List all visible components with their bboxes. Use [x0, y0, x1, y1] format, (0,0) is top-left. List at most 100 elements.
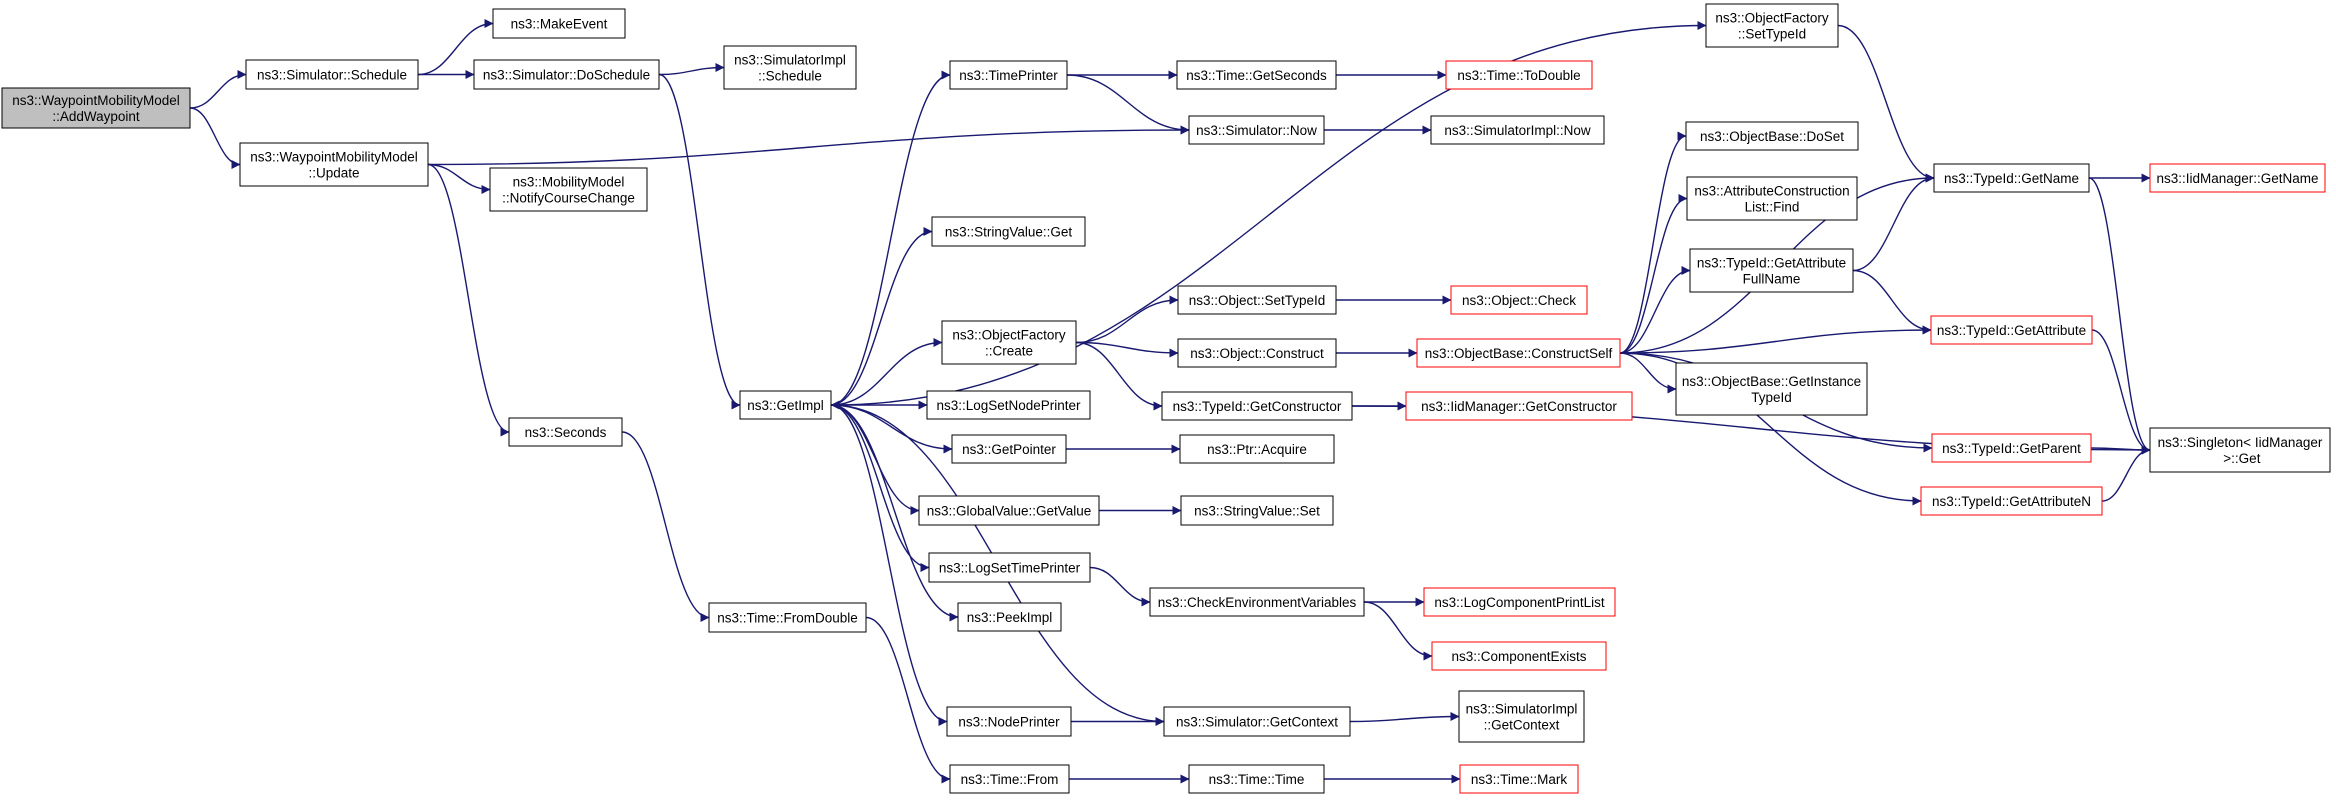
node-timefrom[interactable]: ns3::Time::From: [949, 764, 1070, 794]
node-label: TypeId: [1751, 390, 1792, 405]
node-simimplschedule[interactable]: ns3::SimulatorImpl::Schedule: [723, 45, 857, 90]
node-update[interactable]: ns3::WaypointMobilityModel::Update: [239, 142, 429, 187]
node-simimplgetcontext[interactable]: ns3::SimulatorImpl::GetContext: [1458, 690, 1585, 743]
node-label: ::Create: [985, 344, 1033, 359]
node-timetodouble[interactable]: ns3::Time::ToDouble: [1445, 60, 1593, 90]
node-stringvalueget[interactable]: ns3::StringValue::Get: [931, 216, 1086, 247]
node-label: ns3::TypeId::GetAttribute: [1697, 256, 1846, 271]
node-label: ::AddWaypoint: [52, 109, 140, 124]
edge-doschedule-to-simimplschedule: [658, 63, 725, 76]
node-objsettypeid[interactable]: ns3::Object::SetTypeId: [1177, 285, 1337, 315]
node-ofsettypeid[interactable]: ns3::ObjectFactory::SetTypeId: [1705, 3, 1839, 48]
node-logsettimeprinter[interactable]: ns3::LogSetTimePrinter: [928, 552, 1091, 583]
node-tidgetattributen[interactable]: ns3::TypeId::GetAttributeN: [1920, 486, 2103, 516]
node-box: [1933, 163, 2090, 193]
node-iidgetname[interactable]: ns3::IidManager::GetName: [2149, 163, 2326, 193]
node-box: [949, 60, 1068, 90]
node-iidgetconstructor[interactable]: ns3::IidManager::GetConstructor: [1405, 391, 1633, 421]
node-box: [708, 602, 867, 633]
node-fromdouble[interactable]: ns3::Time::FromDouble: [708, 602, 867, 633]
node-schedule[interactable]: ns3::Simulator::Schedule: [245, 59, 419, 90]
node-getpointer[interactable]: ns3::GetPointer: [951, 434, 1067, 464]
node-seconds[interactable]: ns3::Seconds: [508, 417, 623, 447]
node-box: [1176, 60, 1337, 90]
node-timetime[interactable]: ns3::Time::Time: [1188, 764, 1325, 794]
node-label: ns3::Time::FromDouble: [717, 611, 858, 626]
node-objconstruct[interactable]: ns3::Object::Construct: [1177, 338, 1337, 368]
node-box: [1430, 115, 1605, 145]
node-gvgetvalue[interactable]: ns3::GlobalValue::GetValue: [918, 495, 1100, 526]
node-timeprinter[interactable]: ns3::TimePrinter: [949, 60, 1068, 90]
edge-update-to-notify: [427, 163, 491, 194]
node-ofcreate[interactable]: ns3::ObjectFactory::Create: [941, 320, 1077, 365]
node-svset[interactable]: ns3::StringValue::Set: [1180, 495, 1334, 526]
node-label: ns3::LogSetNodePrinter: [936, 398, 1081, 413]
node-label: ::Schedule: [758, 69, 822, 84]
node-label: ns3::LogSetTimePrinter: [939, 561, 1081, 576]
node-box: [946, 706, 1072, 737]
node-root[interactable]: ns3::WaypointMobilityModel::AddWaypoint: [1, 87, 191, 129]
node-label: ns3::Time::ToDouble: [1457, 68, 1580, 83]
node-tidgetname[interactable]: ns3::TypeId::GetName: [1933, 163, 2090, 193]
node-label: ::SetTypeId: [1738, 27, 1806, 42]
node-tidgetattribute[interactable]: ns3::TypeId::GetAttribute: [1930, 315, 2093, 345]
edge-getimpl-to-stringvalueget: [830, 227, 933, 406]
node-label: ns3::MakeEvent: [511, 17, 608, 32]
node-label: ::GetContext: [1484, 718, 1560, 733]
node-tidgetconstructor[interactable]: ns3::TypeId::GetConstructor: [1161, 391, 1353, 421]
node-label: ns3::Time::Mark: [1471, 772, 1568, 787]
edge-ofcreate-to-tidgetconstructor: [1075, 341, 1163, 411]
node-label: ns3::ObjectBase::GetInstance: [1682, 374, 1861, 389]
node-simnow[interactable]: ns3::Simulator::Now: [1188, 115, 1325, 145]
node-label: ns3::ComponentExists: [1451, 649, 1586, 664]
node-label: ns3::ObjectFactory: [1715, 11, 1829, 26]
node-label: ns3::Simulator::Now: [1196, 123, 1317, 138]
edge-tidgetattrfullname-to-tidgetattribute: [1852, 269, 1932, 335]
node-box: [941, 320, 1077, 365]
node-peekimpl[interactable]: ns3::PeekImpl: [957, 602, 1062, 632]
node-label: >::Get: [2220, 451, 2261, 466]
node-label: ns3::TypeId::GetName: [1944, 171, 2079, 186]
node-tidgetparent[interactable]: ns3::TypeId::GetParent: [1931, 433, 2092, 463]
nodes-layer: ns3::WaypointMobilityModel::AddWaypointn…: [1, 3, 2331, 794]
node-checkenv[interactable]: ns3::CheckEnvironmentVariables: [1149, 587, 1365, 617]
node-obdoset[interactable]: ns3::ObjectBase::DoSet: [1685, 121, 1859, 151]
edge-obconstructself-to-obdoset: [1619, 131, 1687, 354]
node-box: [1459, 764, 1579, 794]
edge-tidgetname-to-singletonget: [2088, 177, 2151, 455]
node-objcheck[interactable]: ns3::Object::Check: [1450, 285, 1588, 315]
node-singletonget[interactable]: ns3::Singleton< IidManager >::Get: [2149, 427, 2331, 473]
node-label: ns3::CheckEnvironmentVariables: [1158, 595, 1357, 610]
node-nodeprinter[interactable]: ns3::NodePrinter: [946, 706, 1072, 737]
edge-obconstructself-to-acfind: [1619, 194, 1688, 354]
node-box: [1, 87, 191, 129]
node-logcompprintlist[interactable]: ns3::LogComponentPrintList: [1423, 587, 1616, 617]
node-timemark[interactable]: ns3::Time::Mark: [1459, 764, 1579, 794]
node-box: [957, 602, 1062, 632]
node-label: ns3::ObjectBase::DoSet: [1700, 129, 1844, 144]
node-box: [1161, 391, 1353, 421]
edge-update-to-simnow: [427, 125, 1190, 166]
node-makeevent[interactable]: ns3::MakeEvent: [492, 8, 626, 39]
node-obconstructself[interactable]: ns3::ObjectBase::ConstructSelf: [1416, 338, 1621, 368]
node-simgetcontext[interactable]: ns3::Simulator::GetContext: [1163, 706, 1351, 737]
node-compexists[interactable]: ns3::ComponentExists: [1431, 641, 1607, 671]
node-logsetnodeprinter[interactable]: ns3::LogSetNodePrinter: [926, 390, 1091, 420]
edge-schedule-to-makeevent: [417, 19, 494, 76]
node-timegetseconds[interactable]: ns3::Time::GetSeconds: [1176, 60, 1337, 90]
node-ptracquire[interactable]: ns3::Ptr::Acquire: [1179, 434, 1335, 464]
node-box: [931, 216, 1086, 247]
node-label: ns3::AttributeConstruction: [1694, 184, 1849, 199]
node-simimplnow[interactable]: ns3::SimulatorImpl::Now: [1430, 115, 1605, 145]
node-doschedule[interactable]: ns3::Simulator::DoSchedule: [473, 59, 660, 90]
node-notify[interactable]: ns3::MobilityModel::NotifyCourseChange: [489, 167, 648, 212]
node-label: FullName: [1743, 272, 1801, 287]
node-label: ns3::WaypointMobilityModel: [250, 150, 418, 165]
edge-getimpl-to-ofsettypeid: [830, 21, 1707, 406]
node-label: ::NotifyCourseChange: [502, 191, 635, 206]
node-getimpl[interactable]: ns3::GetImpl: [739, 390, 832, 420]
node-box: [739, 390, 832, 420]
